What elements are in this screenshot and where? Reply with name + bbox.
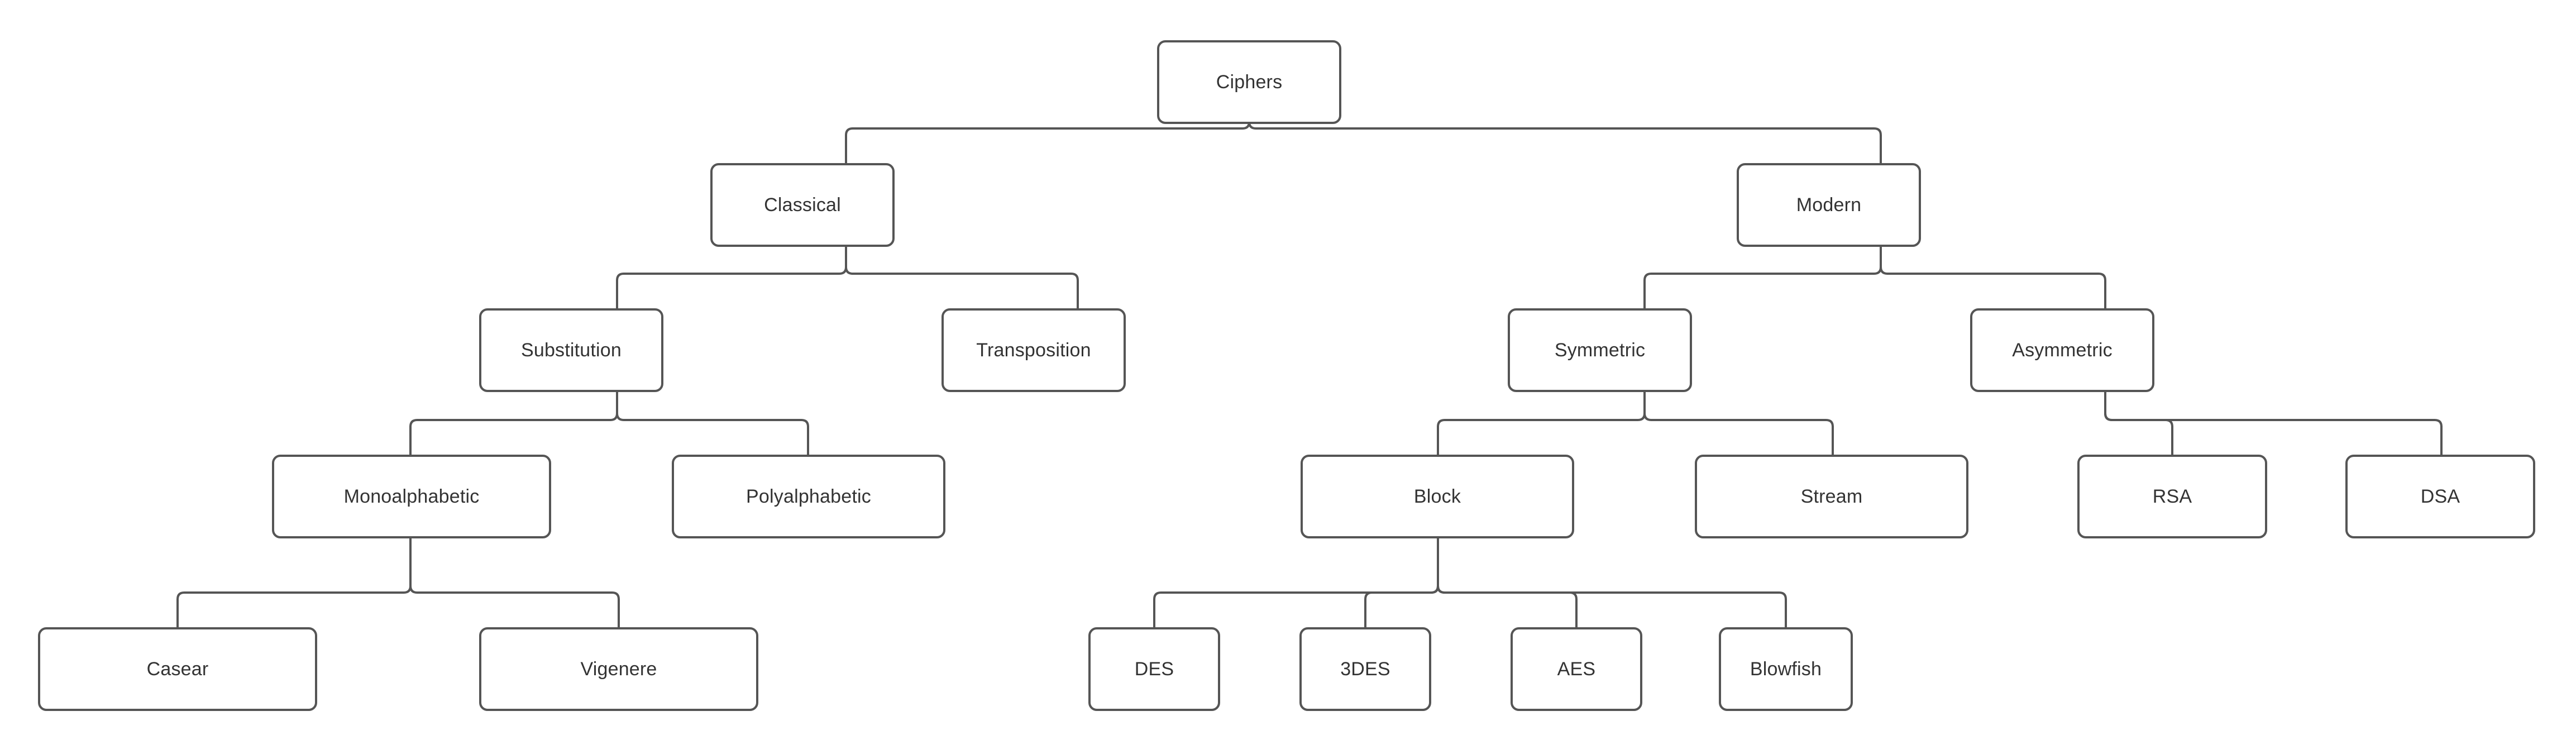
node-label-classical: Classical [764,194,841,216]
node-rsa[interactable]: RSA [2077,455,2267,538]
node-label-block: Block [1413,485,1461,507]
node-symmetric[interactable]: Symmetric [1508,308,1692,392]
node-des[interactable]: DES [1088,627,1220,711]
node-label-3des: 3DES [1340,658,1390,680]
node-label-stream: Stream [1800,485,1863,507]
node-label-aes: AES [1557,658,1596,680]
node-label-des: DES [1134,658,1174,680]
node-dsa[interactable]: DSA [2345,455,2535,538]
node-blowfish[interactable]: Blowfish [1719,627,1853,711]
node-casear[interactable]: Casear [38,627,317,711]
node-monoalphabetic[interactable]: Monoalphabetic [272,455,551,538]
node-label-asymmetric: Asymmetric [2012,339,2113,361]
node-label-casear: Casear [146,658,209,680]
node-asymmetric[interactable]: Asymmetric [1970,308,2154,392]
node-modern[interactable]: Modern [1737,163,1921,247]
node-label-transposition: Transposition [976,339,1091,361]
node-label-modern: Modern [1796,194,1862,216]
node-vigenere[interactable]: Vigenere [479,627,758,711]
node-label-dsa: DSA [2420,485,2460,507]
node-aes[interactable]: AES [1511,627,1642,711]
node-label-monoalphabetic: Monoalphabetic [343,485,480,507]
node-label-substitution: Substitution [520,339,622,361]
node-classical[interactable]: Classical [710,163,895,247]
node-transposition[interactable]: Transposition [941,308,1126,392]
node-ciphers[interactable]: Ciphers [1157,40,1341,124]
node-block[interactable]: Block [1301,455,1574,538]
node-3des[interactable]: 3DES [1299,627,1431,711]
node-label-rsa: RSA [2152,485,2192,507]
node-polyalphabetic[interactable]: Polyalphabetic [672,455,945,538]
node-label-vigenere: Vigenere [580,658,657,680]
node-stream[interactable]: Stream [1695,455,1968,538]
node-label-blowfish: Blowfish [1750,658,1822,680]
node-label-polyalphabetic: Polyalphabetic [746,485,871,507]
node-label-symmetric: Symmetric [1554,339,1646,361]
node-substitution[interactable]: Substitution [479,308,663,392]
node-label-ciphers: Ciphers [1216,71,1283,93]
